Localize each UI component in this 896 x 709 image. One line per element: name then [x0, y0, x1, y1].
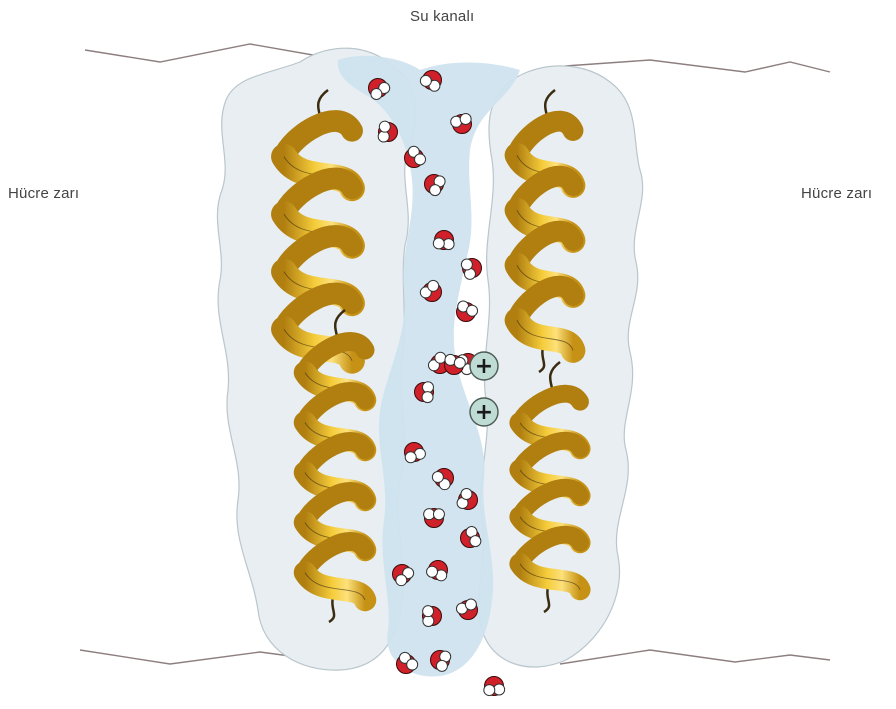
- hydrogen-atom: [461, 259, 472, 270]
- hydrogen-atom: [405, 452, 416, 463]
- hydrogen-atom: [484, 685, 495, 696]
- hydrogen-atom: [420, 75, 431, 86]
- hydrogen-atom: [407, 659, 418, 670]
- hydrogen-atom: [427, 566, 438, 577]
- water-molecule: [461, 259, 481, 280]
- water-molecule: [457, 301, 478, 322]
- water-molecule: [415, 382, 434, 403]
- hydrogen-atom: [379, 121, 390, 132]
- water-molecule: [484, 677, 505, 696]
- ion-charge: +: [475, 354, 493, 379]
- hydrogen-atom: [467, 305, 478, 316]
- channel-label: Su kanalı: [410, 8, 474, 25]
- hydrogen-atom: [371, 88, 382, 99]
- hydrogen-atom: [432, 472, 443, 483]
- ion-charge: +: [475, 400, 493, 425]
- cation: +: [470, 352, 498, 380]
- membrane-bottom-right: [560, 650, 830, 664]
- cation: +: [470, 398, 498, 426]
- membrane-label-right: Hücre zarı: [801, 185, 872, 202]
- water-molecule: [423, 606, 442, 627]
- hydrogen-atom: [461, 488, 472, 499]
- hydrogen-atom: [470, 536, 481, 547]
- helix-right-lower: [520, 362, 580, 612]
- hydrogen-atom: [430, 185, 441, 196]
- membrane-top-left: [85, 44, 330, 62]
- hydrogen-atom: [454, 357, 465, 368]
- hydrogen-atom: [396, 575, 407, 586]
- hydrogen-atom: [443, 239, 454, 250]
- helix-right-upper: [517, 90, 573, 372]
- hydrogen-atom: [436, 660, 447, 671]
- hydrogen-atom: [433, 509, 444, 520]
- hydrogen-atom: [465, 599, 476, 610]
- hydrogen-atom: [422, 392, 433, 403]
- hydrogen-atom: [428, 280, 439, 291]
- hydrogen-atom: [423, 606, 434, 617]
- hydrogen-atom: [433, 238, 444, 249]
- hydrogen-atom: [415, 154, 426, 165]
- hydrogen-atom: [378, 131, 389, 142]
- membrane-top-right: [565, 60, 830, 72]
- water-molecule: [424, 509, 445, 528]
- hydrogen-atom: [435, 352, 446, 363]
- hydrogen-atom: [460, 113, 471, 124]
- membrane-label-left: Hücre zarı: [8, 185, 79, 202]
